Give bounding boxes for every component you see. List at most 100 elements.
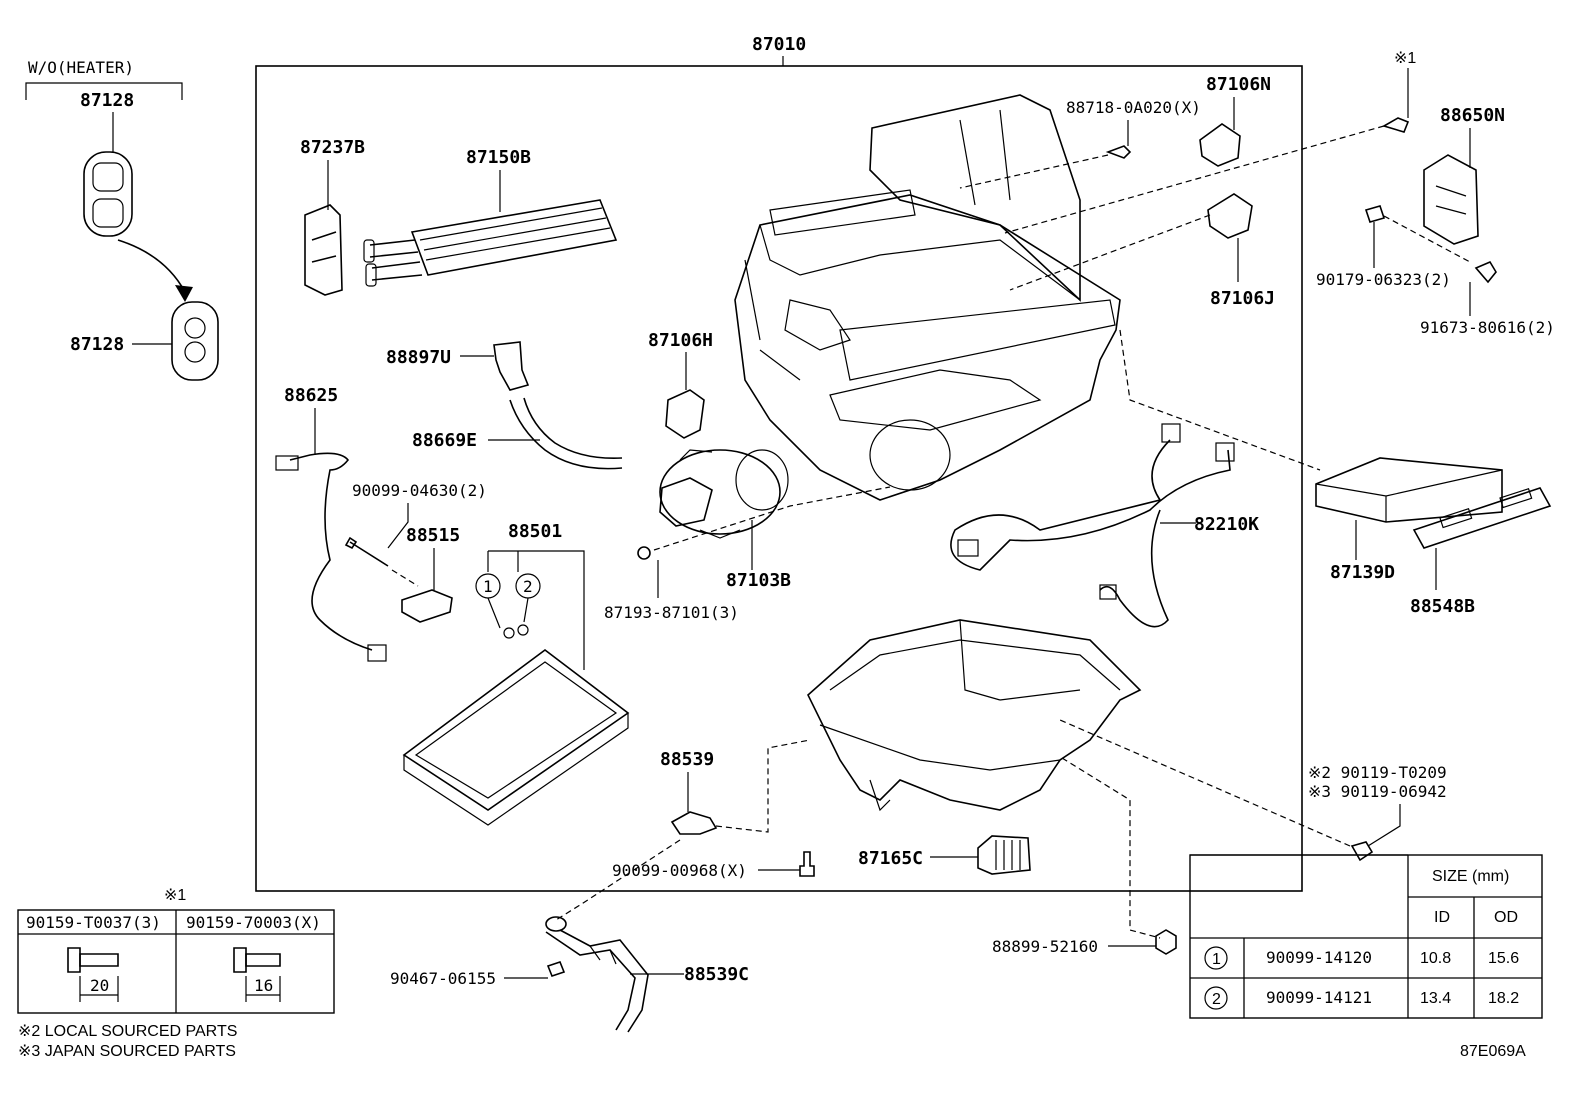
part-90099-00968-label[interactable]: 90099-00968(X) [612, 861, 747, 880]
size-table-col-od: OD [1494, 909, 1518, 926]
size-row-1-mark: 1 [1212, 951, 1221, 968]
part-90099-04630-label[interactable]: 90099-04630(2) [352, 481, 487, 500]
wire-88625-drawing [289, 452, 373, 651]
leader-88501 [487, 550, 585, 670]
part-88897U-label[interactable]: 88897U [386, 347, 451, 368]
harness-82210K-drawing [950, 423, 1235, 628]
dash-87106J-to-case [1009, 214, 1211, 291]
part-88539-label[interactable]: 88539 [660, 749, 714, 770]
cover-88548B-slot-2 [1499, 487, 1533, 509]
blower-motor-87103B-drawing [659, 449, 789, 539]
note-local-sourced: ※2 LOCAL SOURCED PARTS [18, 1023, 237, 1040]
part-87106J-label[interactable]: 87106J [1210, 288, 1275, 309]
variant-bracket [25, 82, 183, 100]
part-91673-80616-label[interactable]: 91673-80616(2) [1420, 318, 1555, 337]
size-row-2-mark: 2 [1212, 991, 1221, 1008]
bolt-table-mark: ※1 [164, 887, 186, 904]
clip-90467-06155-drawing [546, 961, 566, 977]
screw-91673-drawing [1474, 260, 1497, 284]
filter-87139D-edges [1315, 469, 1503, 522]
drain-88539-drawing [670, 811, 718, 835]
part-88515-label[interactable]: 88515 [406, 525, 460, 546]
oring-1-drawing [503, 627, 515, 639]
filter-87139D-drawing [1315, 457, 1503, 523]
part-88539C-label[interactable]: 88539C [684, 964, 749, 985]
size-row-2-part[interactable]: 90099-14121 [1266, 988, 1372, 1007]
bolt-90099-04630-drawing [344, 536, 389, 567]
bolt-table-col2-header[interactable]: 90159-70003(X) [186, 913, 321, 932]
diagram-id: 87E069A [1460, 1043, 1526, 1060]
assembly-number[interactable]: 87010 [752, 34, 806, 55]
bracket-87237B-drawing [304, 204, 343, 296]
grommet-87128-unmounted [83, 151, 133, 237]
install-arrow [117, 239, 186, 293]
dash-88539-to-case [715, 739, 811, 833]
part-87165C-label[interactable]: 87165C [858, 848, 923, 869]
screw-87193-drawing [637, 546, 651, 560]
assembly-frame [255, 65, 1303, 892]
size-row-2-id: 13.4 [1420, 990, 1451, 1007]
part-88650N-label[interactable]: 88650N [1440, 105, 1505, 126]
resistor-87165C-drawing [977, 835, 1031, 875]
nut-88899-drawing [1155, 929, 1177, 955]
screw-90099-00968-drawing [799, 851, 815, 877]
actuator-87106J-drawing [1207, 193, 1253, 239]
without-heater-group: W/O(HEATER) 87128 87128 [25, 58, 219, 381]
part-88669E-label[interactable]: 88669E [412, 430, 477, 451]
part-87139D-label[interactable]: 87139D [1330, 562, 1395, 583]
oring-2-drawing [517, 624, 529, 636]
dash-88718-to-case [959, 154, 1109, 189]
part-88548B-label[interactable]: 88548B [1410, 596, 1475, 617]
valve-88897U-drawing [493, 341, 530, 391]
size-row-1-part[interactable]: 90099-14120 [1266, 948, 1372, 967]
part-82210K-label[interactable]: 82210K [1194, 514, 1259, 535]
part-90119-T0209-label[interactable]: ※2 90119-T0209 [1308, 763, 1447, 782]
size-row-2-mark-circle [1204, 986, 1228, 1010]
bolt-table-col2-length: 16 [254, 976, 273, 995]
note-japan-sourced: ※3 JAPAN SOURCED PARTS [18, 1043, 236, 1060]
part-88899-52160-label[interactable]: 88899-52160 [992, 937, 1098, 956]
part-87106H-label[interactable]: 87106H [648, 330, 713, 351]
part-87193-87101-label[interactable]: 87193-87101(3) [604, 603, 739, 622]
bolt-table-col1-header[interactable]: 90159-T0037(3) [26, 913, 161, 932]
hvac-case-drawing [734, 94, 1121, 501]
dash-bolt-to-88515 [391, 569, 419, 587]
cover-88548B-slot-1 [1439, 507, 1473, 529]
clip-90179-drawing [1364, 205, 1386, 223]
part-87237B-label[interactable]: 87237B [300, 137, 365, 158]
heater-core-87150B-drawing [363, 199, 618, 287]
part-90179-06323-label[interactable]: 90179-06323(2) [1316, 270, 1451, 289]
part-88718-0A020-label[interactable]: 88718-0A020(X) [1066, 98, 1201, 117]
hose-88669E-drawing [509, 397, 623, 470]
size-row-1-id: 10.8 [1420, 950, 1451, 967]
size-table-col-id: ID [1434, 909, 1450, 926]
part-87128-top-label[interactable]: 87128 [80, 90, 134, 111]
size-row-2-od: 18.2 [1488, 990, 1519, 1007]
part-90119-06942-label[interactable]: ※3 90119-06942 [1308, 782, 1447, 801]
amplifier-88650N-drawing [1423, 154, 1479, 245]
size-row-1-mark-circle [1204, 946, 1228, 970]
dash-88539-to-hose [555, 839, 681, 921]
resistor-87165C-fins [995, 840, 1021, 870]
part-88501-label[interactable]: 88501 [508, 521, 562, 542]
expansion-valve-88515-drawing [401, 589, 453, 623]
dash-x1-to-case [1004, 125, 1385, 234]
connector-88625-a [275, 455, 299, 471]
dash-case-to-88899 [1061, 757, 1161, 939]
oring-leaders [487, 597, 529, 629]
install-arrowhead [175, 285, 193, 302]
dash-clip-to-screw [1383, 215, 1471, 263]
part-88625-label[interactable]: 88625 [284, 385, 338, 406]
leader-90099-04630 [387, 503, 409, 549]
evaporator-88501-drawing [402, 648, 630, 826]
actuator-87106H-drawing [665, 389, 705, 439]
part-87128-bottom-label[interactable]: 87128 [70, 334, 124, 355]
size-row-1-od: 15.6 [1488, 950, 1519, 967]
part-87103B-label[interactable]: 87103B [726, 570, 791, 591]
dash-90119-to-case [1059, 719, 1351, 847]
part-90467-06155-label[interactable]: 90467-06155 [390, 969, 496, 988]
part-87150B-label[interactable]: 87150B [466, 147, 531, 168]
circle-2-label: 2 [523, 577, 533, 596]
part-87106N-label[interactable]: 87106N [1206, 74, 1271, 95]
